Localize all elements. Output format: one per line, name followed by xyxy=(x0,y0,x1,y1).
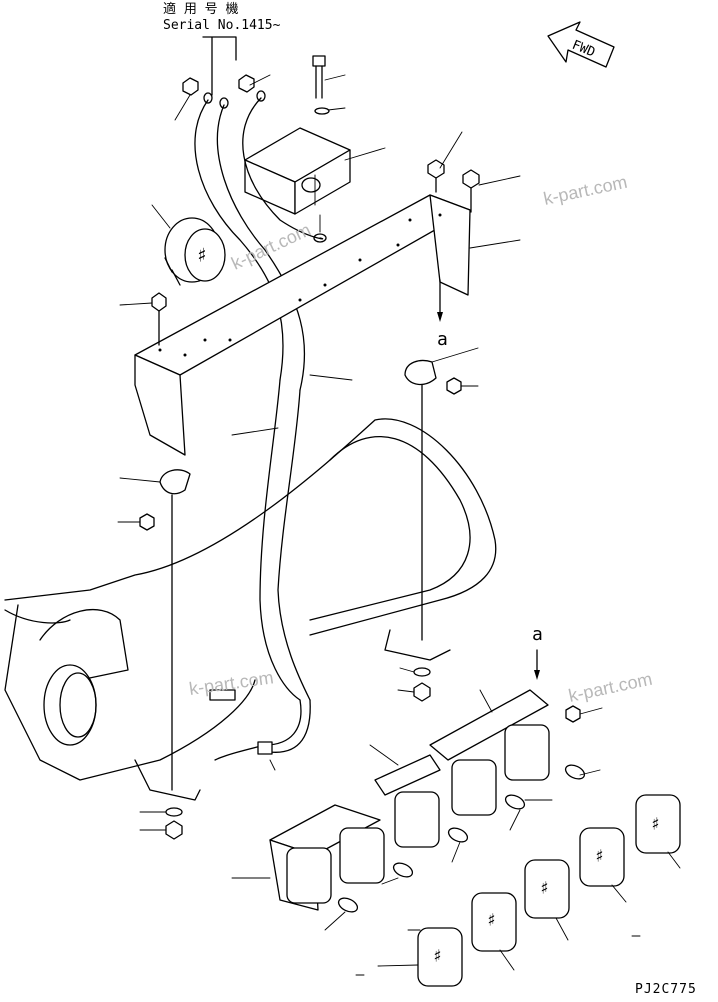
fwd-arrow-icon: FWD xyxy=(547,21,615,68)
harness-connector xyxy=(209,689,273,755)
serial-number-label: Serial No.1415~ xyxy=(163,18,281,33)
lamp-bulbs xyxy=(337,705,586,913)
watermark: k-part.com xyxy=(567,669,654,706)
lower-fasteners xyxy=(165,667,431,840)
lamp-symbol-icon: ♯ xyxy=(196,243,208,267)
lamp-symbol-icon: ♯ xyxy=(650,814,661,835)
rear-lamp-housing-left xyxy=(269,804,385,911)
lamp-symbol-icon: ♯ xyxy=(594,846,605,867)
bolt-top xyxy=(312,55,330,115)
rear-lamp-housing-mid xyxy=(374,754,441,848)
work-lamp-left: ♯ xyxy=(164,217,226,286)
serial-bracket xyxy=(202,36,237,96)
rear-lamp-housing-right xyxy=(429,689,550,816)
nut-upper-left xyxy=(182,74,266,109)
lamp-symbol-icon: ♯ xyxy=(539,878,550,899)
relay-box xyxy=(244,127,351,243)
lamp-symbol-icon: ♯ xyxy=(486,910,497,931)
reference-mark-a-upper: a xyxy=(437,329,448,350)
leader-lines xyxy=(117,74,681,976)
marker-lamp-right xyxy=(404,359,462,641)
lamp-symbol-icon: ♯ xyxy=(432,946,443,967)
bracket-bolts xyxy=(151,159,480,346)
machine-body xyxy=(4,418,497,801)
marker-lamp-left xyxy=(139,469,191,791)
wire-harness xyxy=(194,97,324,761)
reference-mark-a-lower: a xyxy=(532,624,543,645)
watermark: k-part.com xyxy=(542,172,629,209)
mounting-bracket xyxy=(134,194,471,456)
drawing-code: PJ2C775 xyxy=(635,982,697,997)
lamp-lenses: ♯ ♯ ♯ ♯ ♯ xyxy=(417,794,681,987)
applicable-serial-label: 適 用 号 機 xyxy=(163,1,238,17)
